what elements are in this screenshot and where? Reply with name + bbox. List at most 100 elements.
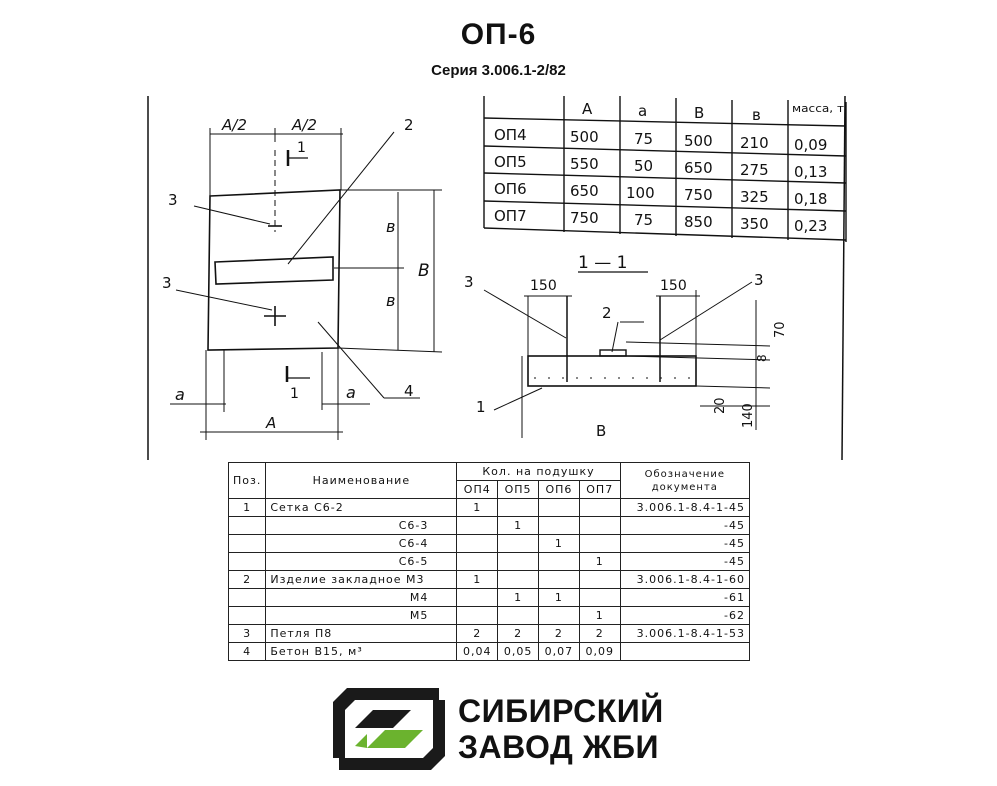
spec-row: С6-4 1 -45 xyxy=(227,534,751,553)
spec-header-op7: ОП7 xyxy=(578,480,621,499)
spec-cell: 1 xyxy=(227,498,267,517)
dim-table-cell: 850 xyxy=(684,213,713,231)
spec-cell: С6-4 xyxy=(265,534,458,553)
spec-cell xyxy=(227,588,267,607)
spec-cell xyxy=(578,570,621,589)
spec-cell: -62 xyxy=(619,606,751,625)
drawing-sheet: А/2 А/2 А а а в в В 3 3 2 4 1 1 xyxy=(147,95,847,460)
spec-cell: Бетон В15, м³ xyxy=(265,642,458,661)
spec-cell: 1 xyxy=(578,552,621,571)
specification-table: Поз. Наименование Кол. на подушку Обозна… xyxy=(227,462,751,661)
spec-header-doc: Обозначение документа xyxy=(619,462,751,499)
spec-row: С6-3 1 -45 xyxy=(227,516,751,535)
dim-70: 70 xyxy=(773,321,788,338)
spec-cell: 0,05 xyxy=(497,642,539,661)
dim-table-cell: 75 xyxy=(634,130,653,148)
dim-table-header: масса, т xyxy=(792,102,845,115)
spec-cell xyxy=(497,534,539,553)
spec-cell: 1 xyxy=(538,588,580,607)
spec-cell: -45 xyxy=(619,552,751,571)
dim-table-cell: 350 xyxy=(740,215,769,233)
spec-cell xyxy=(497,552,539,571)
section-callout-3-right: 3 xyxy=(754,271,764,289)
section-view xyxy=(483,271,771,438)
spec-cell: 0,07 xyxy=(538,642,580,661)
spec-cell: 2 xyxy=(578,624,621,643)
spec-header-op6: ОП6 xyxy=(538,480,580,499)
section-title: 1 — 1 xyxy=(578,253,627,273)
page-title: ОП-6 xyxy=(460,18,537,51)
spec-header-op4: ОП4 xyxy=(456,480,499,499)
callout-3-mid: 3 xyxy=(162,274,172,292)
spec-cell: 1 xyxy=(497,516,539,535)
dim-alpha-left: а xyxy=(175,385,185,404)
spec-cell: 0,09 xyxy=(578,642,621,661)
dim-table-cell: ОП7 xyxy=(494,207,527,225)
spec-cell: -45 xyxy=(619,516,751,535)
spec-cell xyxy=(227,552,267,571)
dim-table-cell: 0,13 xyxy=(794,163,827,181)
dim-alpha-right: а xyxy=(346,383,356,402)
dimension-table xyxy=(483,96,847,242)
spec-cell xyxy=(619,642,751,661)
company-name: СИБИРСКИЙ ЗАВОД ЖБИ xyxy=(458,693,664,765)
dim-table-cell: 500 xyxy=(684,132,713,150)
dim-b-big: В xyxy=(418,261,430,281)
spec-header-qty: Кол. на подушку xyxy=(456,462,621,481)
dim-table-cell: 210 xyxy=(740,134,769,152)
spec-header-pos: Поз. xyxy=(227,462,267,499)
spec-cell: 1 xyxy=(497,588,539,607)
spec-cell xyxy=(538,498,580,517)
dim-table-header: а xyxy=(638,102,647,120)
section-callout-3-left: 3 xyxy=(464,273,474,291)
dim-8: 8 xyxy=(755,354,769,362)
dim-table-cell: 50 xyxy=(634,157,653,175)
company-logo-mark xyxy=(333,688,445,770)
spec-cell: 3.006.1-8.4-1-45 xyxy=(619,498,751,517)
dim-table-cell: ОП6 xyxy=(494,180,527,198)
spec-cell: Изделие закладное М3 xyxy=(265,570,458,589)
spec-row: С6-5 1-45 xyxy=(227,552,751,571)
dim-table-header: в xyxy=(752,106,761,124)
spec-cell: 1 xyxy=(578,606,621,625)
dim-table-cell: 750 xyxy=(570,209,599,227)
spec-cell: 2 xyxy=(497,624,539,643)
callout-3-top: 3 xyxy=(168,191,178,209)
dim-table-cell: 0,09 xyxy=(794,136,827,154)
dim-20: 20 xyxy=(713,397,728,414)
spec-cell xyxy=(578,534,621,553)
company-name-line2: ЗАВОД ЖБИ xyxy=(458,729,660,765)
spec-cell: С6-3 xyxy=(265,516,458,535)
spec-header-name: Наименование xyxy=(265,462,458,499)
spec-cell: С6-5 xyxy=(265,552,458,571)
spec-cell: 3.006.1-8.4-1-53 xyxy=(619,624,751,643)
spec-cell: 2 xyxy=(456,624,499,643)
section-callout-1: 1 xyxy=(476,398,486,416)
company-name-line1: СИБИРСКИЙ xyxy=(458,693,664,729)
dim-table-cell: 75 xyxy=(634,211,653,229)
series-label: Серия 3.006.1-2/82 xyxy=(431,62,566,79)
dim-a: А xyxy=(265,414,276,432)
dim-table-header: В xyxy=(694,104,704,122)
callout-2: 2 xyxy=(404,116,414,134)
spec-cell xyxy=(578,498,621,517)
spec-cell: 2 xyxy=(538,624,580,643)
spec-cell: Сетка С6-2 xyxy=(265,498,458,517)
spec-cell: 4 xyxy=(227,642,267,661)
spec-cell xyxy=(456,516,499,535)
spec-cell: 2 xyxy=(227,570,267,589)
plan-view xyxy=(170,128,443,440)
spec-cell: 1 xyxy=(538,534,580,553)
spec-cell xyxy=(227,606,267,625)
spec-cell: -45 xyxy=(619,534,751,553)
spec-cell xyxy=(456,606,499,625)
spec-cell: М5 xyxy=(265,606,458,625)
dim-table-cell: 500 xyxy=(570,128,599,146)
spec-cell xyxy=(456,588,499,607)
